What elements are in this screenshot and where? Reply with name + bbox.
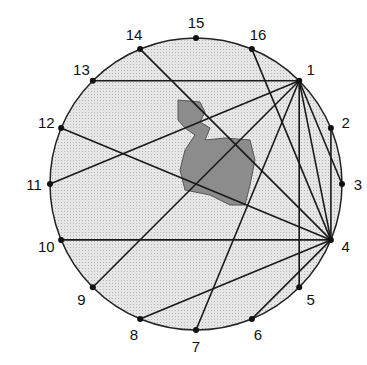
point-number: 1 (306, 62, 314, 77)
point-number: 3 (354, 177, 362, 192)
point-number: 9 (77, 291, 85, 306)
point-number: 5 (306, 291, 314, 306)
point-number: 12 (38, 115, 55, 130)
point-number: 10 (38, 239, 55, 254)
point-number: 15 (188, 15, 205, 30)
chord-lines (50, 49, 342, 330)
point-number: 2 (342, 115, 350, 130)
point-number: 13 (73, 62, 90, 77)
point-number: 14 (126, 27, 143, 42)
point-number: 7 (192, 339, 200, 354)
point-number: 16 (250, 27, 267, 42)
point-number: 4 (342, 239, 350, 254)
electrode-dots (47, 35, 345, 333)
domain-circle (50, 38, 342, 330)
point-number: 6 (254, 326, 262, 341)
point-number: 8 (130, 326, 138, 341)
point-number: 11 (26, 177, 42, 192)
